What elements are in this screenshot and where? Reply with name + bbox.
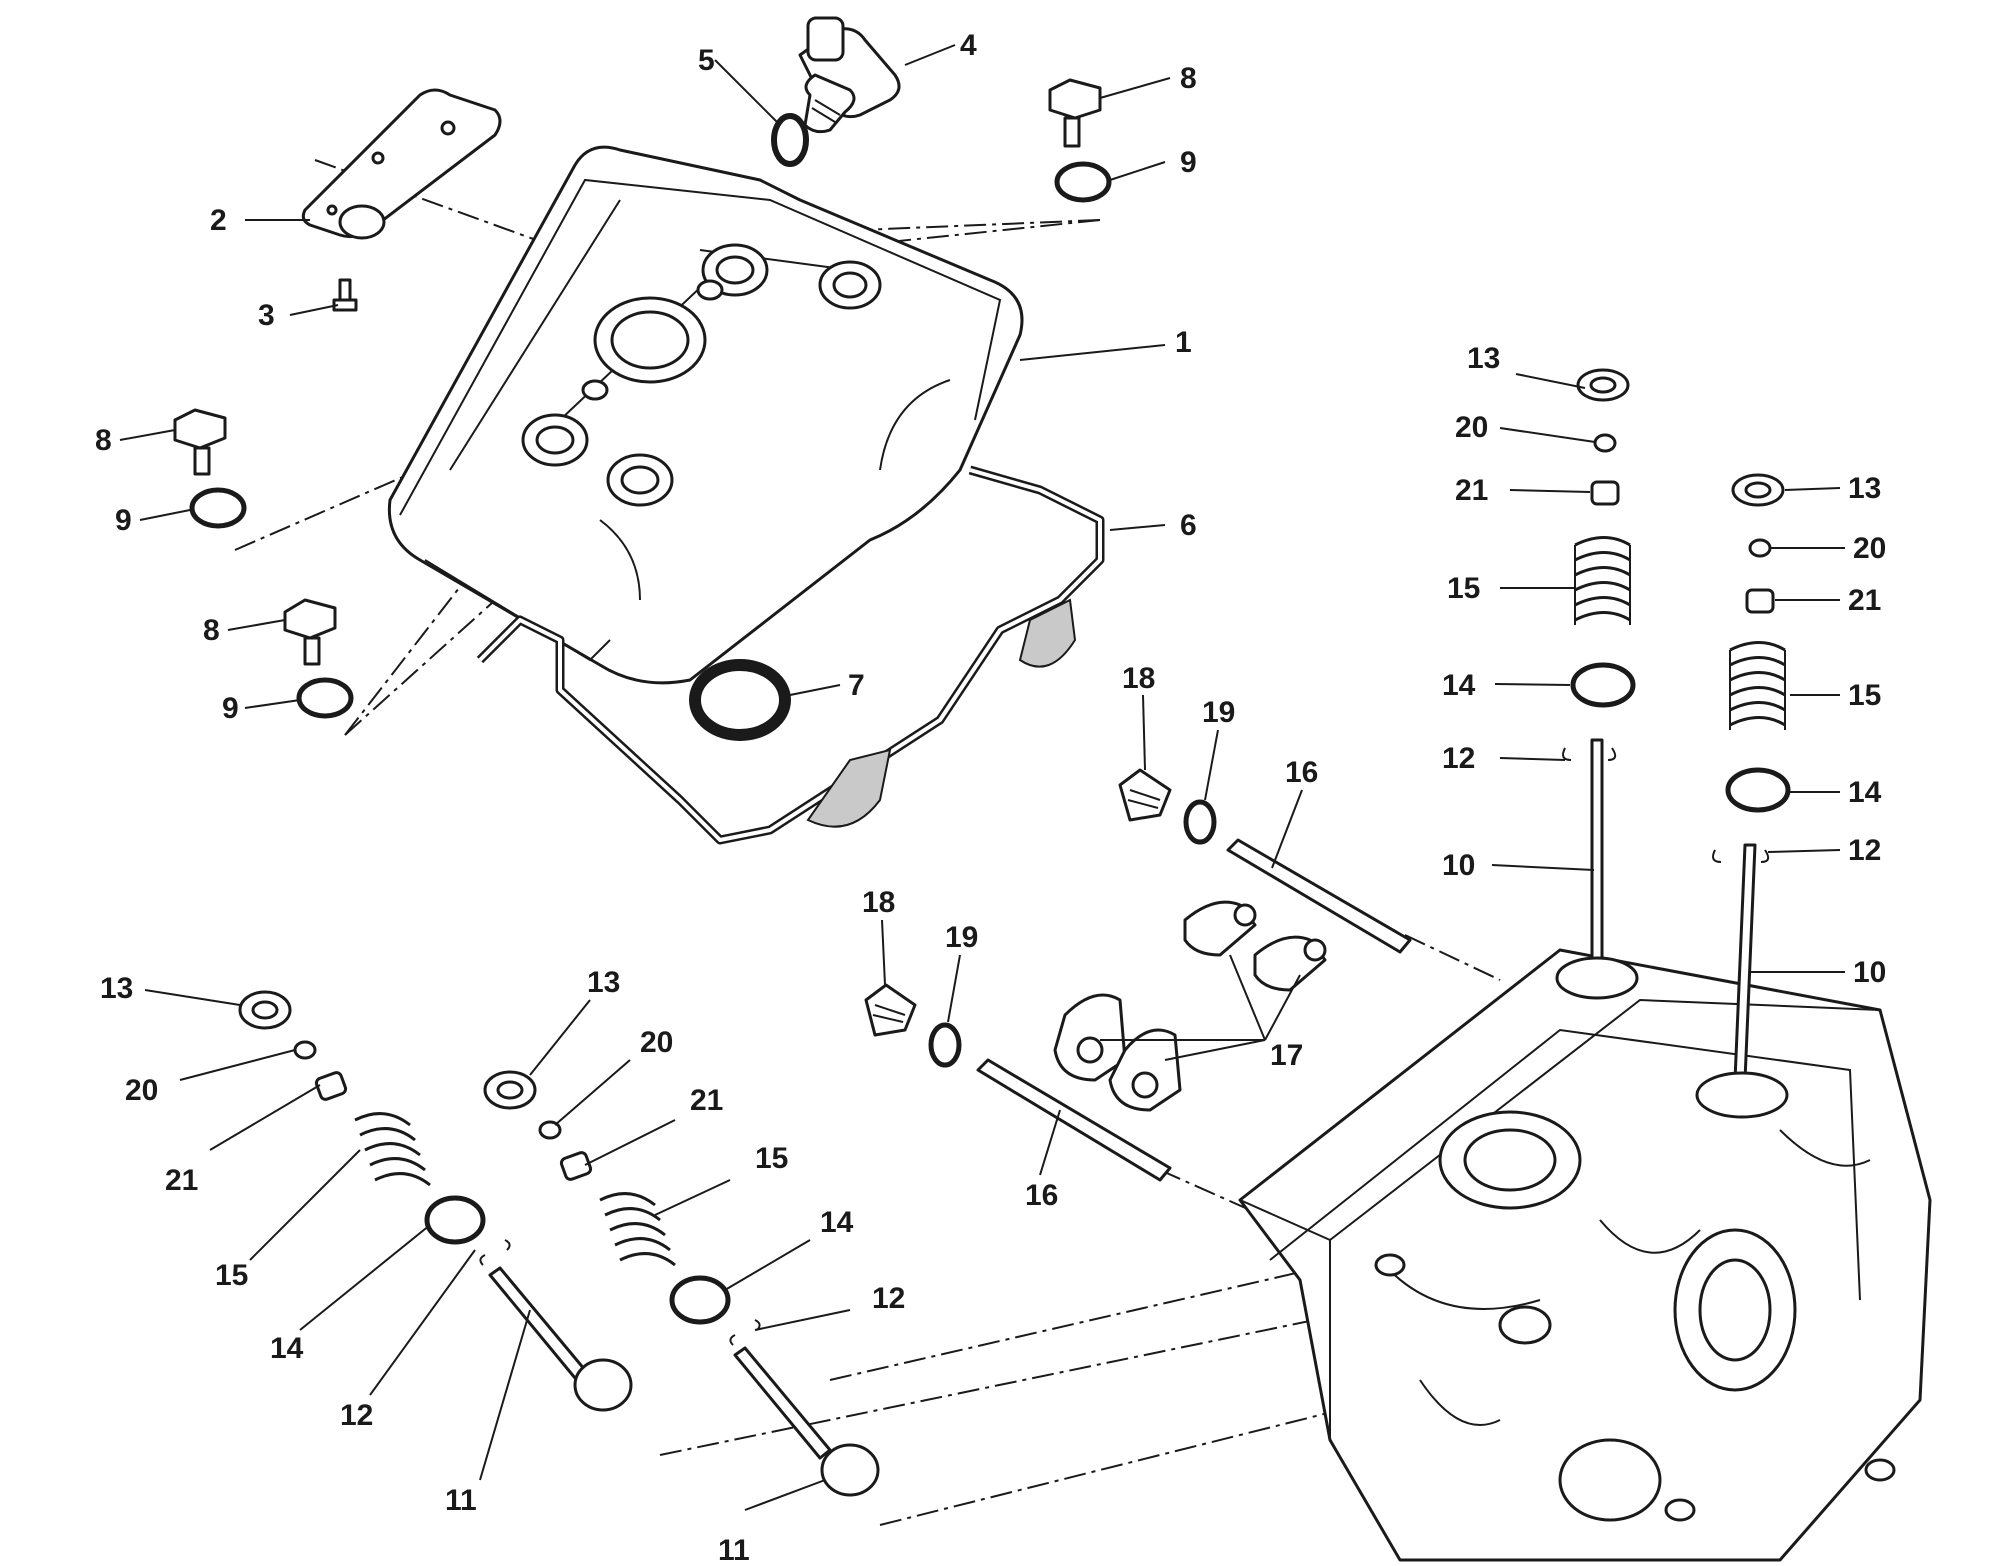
leader-lines [119,44,1845,1511]
callout-21-right-1: 21 [1455,474,1488,507]
valve-stack-right-2 [1695,473,1791,1119]
callout-9-left-lower: 9 [222,692,239,725]
callout-12-right-1: 12 [1442,742,1475,775]
callout-3: 3 [258,299,275,332]
valve-stack-left-2 [483,1070,880,1497]
callout-20-left-1: 20 [125,1074,158,1107]
callout-8-left-lower: 8 [203,614,220,647]
callout-15-left-2: 15 [755,1142,788,1175]
bolt-left-upper [173,408,227,476]
cylinder-head [1238,948,1932,1562]
callout-11-left-2: 11 [718,1534,750,1566]
callout-10-right-2: 10 [1853,956,1886,989]
callout-20-right-1: 20 [1455,411,1488,444]
bolt-left-lower [283,598,337,666]
callout-1: 1 [1175,326,1192,359]
callout-6: 6 [1180,509,1197,542]
washer-top-right [1054,161,1112,203]
valve-stack-right-1 [1555,368,1639,1000]
callout-labels: 1 2 3 4 5 6 7 8 9 8 9 8 9 13 20 21 15 14… [95,29,1886,1566]
callout-5: 5 [698,44,715,77]
callout-13-right-2: 13 [1848,472,1881,505]
callout-14-right-1: 14 [1442,669,1476,702]
gasket [476,465,1105,845]
plug-upper [1118,768,1172,822]
callout-13-right-1: 13 [1467,342,1500,375]
callout-14-left-1: 14 [270,1332,304,1365]
washer-left-upper [189,487,247,529]
callout-16-upper: 16 [1285,756,1318,789]
callout-16-lower: 16 [1025,1179,1058,1212]
callout-18-lower: 18 [862,886,895,919]
callout-21-right-2: 21 [1848,584,1881,617]
washer-19-upper [1183,799,1217,845]
callout-10-right-1: 10 [1442,849,1475,882]
callout-11-left-1: 11 [445,1484,477,1517]
callout-15-right-1: 15 [1447,572,1480,605]
callout-9-top: 9 [1180,146,1197,179]
callout-8-left-upper: 8 [95,424,112,457]
callout-13-left-1: 13 [100,972,133,1005]
callout-20-left-2: 20 [640,1026,673,1059]
callout-8-top: 8 [1180,62,1197,95]
rocker-arms [1053,900,1327,1112]
plug-lower [864,983,917,1037]
callout-4: 4 [960,29,977,62]
o-ring-5 [771,113,809,167]
callout-7: 7 [848,669,865,702]
callout-19-lower: 19 [945,921,978,954]
callout-17: 17 [1270,1039,1303,1072]
callout-14-left-2: 14 [820,1206,854,1239]
valve-cover [387,145,1024,685]
washer-19-lower [928,1022,962,1068]
callout-2: 2 [210,204,227,237]
callout-12-right-2: 12 [1848,834,1881,867]
cover-plate [301,88,502,240]
callout-13-left-2: 13 [587,966,620,999]
callout-14-right-2: 14 [1848,776,1882,809]
callout-15-right-2: 15 [1848,679,1881,712]
callout-12-left-1: 12 [340,1399,373,1432]
callout-12-left-2: 12 [872,1282,905,1315]
callout-18-upper: 18 [1122,662,1155,695]
callout-20-right-2: 20 [1853,532,1886,565]
callout-9-left-upper: 9 [115,504,132,537]
shaft-upper [1226,838,1412,954]
callout-19-upper: 19 [1202,696,1235,729]
bolt-top-right [1048,78,1102,148]
plug-seal [689,659,791,741]
washer-left-lower [296,677,354,719]
callout-21-left-2: 21 [690,1084,723,1117]
callout-15-left-1: 15 [215,1259,248,1292]
callout-21-left-1: 21 [165,1164,198,1197]
elbow-fitting [798,16,901,134]
shaft-lower [976,1058,1172,1182]
valve-stack-left-1 [238,990,633,1412]
